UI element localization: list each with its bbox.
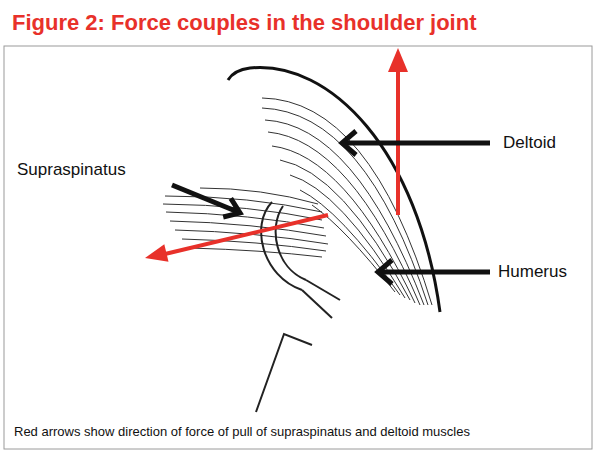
force-arrow-shaft <box>165 215 328 254</box>
muscle-fiber <box>312 205 395 292</box>
muscle-fiber <box>262 108 428 305</box>
muscle-fiber <box>163 204 322 220</box>
muscle-fiber <box>300 190 400 295</box>
pointer-arrow-head <box>378 260 392 284</box>
pointer-arrow-head <box>342 131 356 155</box>
muscle-fiber <box>280 160 410 300</box>
humerus-shaft <box>306 280 340 300</box>
figure-caption: Red arrows show direction of force of pu… <box>14 424 470 439</box>
part-label: Deltoid <box>503 133 556 153</box>
frame <box>4 46 592 449</box>
supraspinatus-fibers <box>163 188 328 257</box>
humeral-head <box>261 202 340 318</box>
muscle-fiber <box>265 120 424 305</box>
humerus-shaft <box>302 290 332 318</box>
muscle-fiber <box>290 175 405 298</box>
pointer-arrow <box>172 185 238 212</box>
pointer-arrow <box>344 141 490 146</box>
scapula-outline <box>256 334 312 412</box>
muscle-fiber <box>190 248 322 257</box>
supraspinatus-force-arrow <box>145 215 328 262</box>
pointer-arrow <box>380 270 490 275</box>
pointer-arrows <box>172 131 490 284</box>
acromion-outline <box>228 68 440 312</box>
humeral-head-arc <box>276 206 306 280</box>
part-label: Supraspinatus <box>17 160 126 180</box>
figure-title: Figure 2: Force couples in the shoulder … <box>12 10 477 36</box>
pointer-arrow-head <box>223 198 240 217</box>
part-label: Humerus <box>498 262 567 282</box>
force-arrow-head <box>388 48 408 72</box>
humeral-head-arc <box>261 202 302 290</box>
deltoid-force-arrow <box>388 48 408 215</box>
force-arrow-head <box>145 244 169 262</box>
muscle-fiber <box>165 196 322 212</box>
